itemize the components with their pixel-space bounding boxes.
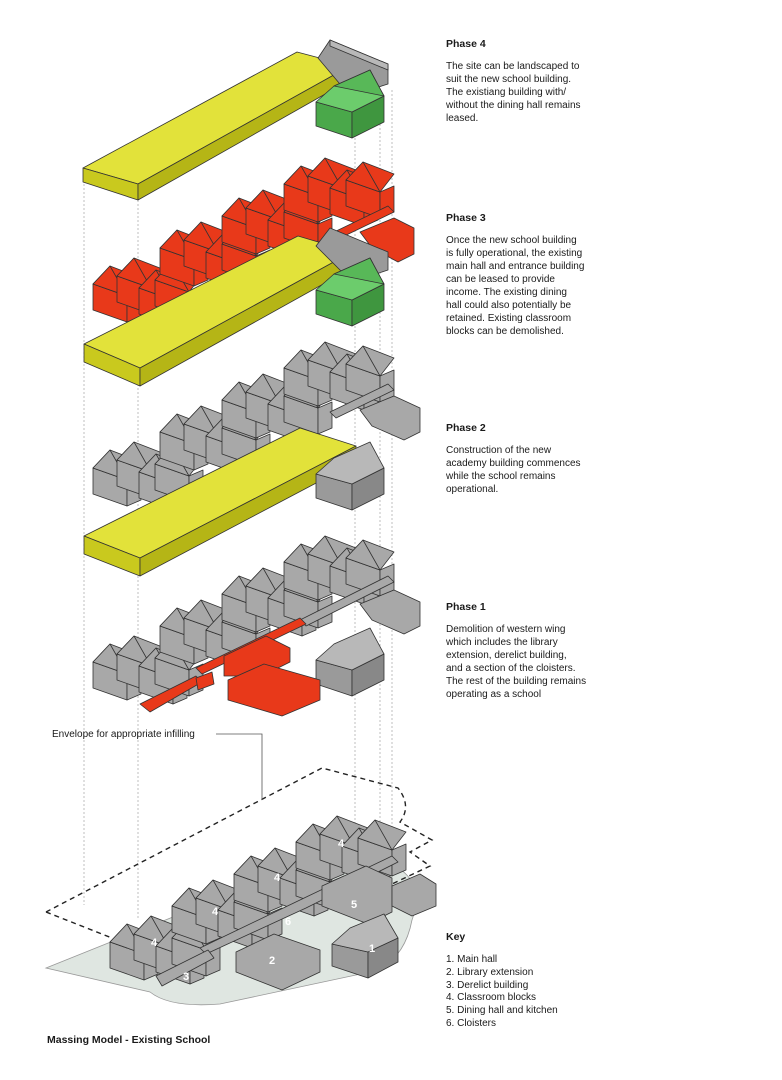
- envelope-outline: [45, 767, 434, 913]
- key-item-library-extension: 2. Library extension: [446, 966, 534, 978]
- key-item-cloisters: 6. Cloisters: [446, 1017, 497, 1029]
- label-cloisters: 6: [285, 916, 291, 928]
- key-item-classroom-blocks: 4. Classroom blocks: [446, 992, 537, 1004]
- label-classroom-block-2: 4: [212, 906, 219, 918]
- phase-1-title: Phase 1: [446, 601, 486, 613]
- phase-2-title: Phase 2: [446, 422, 486, 434]
- phase-4-title: Phase 4: [446, 38, 486, 50]
- key-legend: Key 1. Main hall 2. Library extension 3.…: [446, 931, 646, 1031]
- key-item-main-hall: 1. Main hall: [446, 954, 498, 965]
- phase-1-description: Phase 1 Demolition of western wing which…: [446, 601, 626, 701]
- phase-3-title: Phase 3: [446, 212, 486, 224]
- phase-2-description: Phase 2 Construction of the new academy …: [446, 422, 626, 496]
- key-item-dining-hall: 5. Dining hall and kitchen: [446, 1005, 558, 1017]
- phase-2-text: Construction of the new academy building…: [446, 445, 581, 495]
- new-building-slab: [82, 51, 351, 185]
- figure-caption: Massing Model - Existing School: [47, 1034, 211, 1046]
- phase-1-model: [93, 536, 421, 717]
- label-classroom-block-1: 4: [151, 937, 158, 949]
- label-classroom-block-3: 4: [274, 872, 281, 884]
- label-dining-hall: 5: [351, 899, 357, 911]
- label-derelict-building: 3: [183, 971, 189, 983]
- phase-2-model: [83, 342, 421, 577]
- existing-school-model: 1 2 3 4 4 4 4 4 5 6: [44, 733, 437, 1006]
- phase-3-description: Phase 3 Once the new school building is …: [446, 212, 626, 338]
- phase-4-model: [82, 39, 389, 201]
- label-library-extension: 2: [269, 955, 275, 967]
- retained-building: [315, 69, 385, 139]
- key-item-derelict-building: 3. Derelict building: [446, 979, 529, 991]
- envelope-label: Envelope for appropriate infilling: [52, 729, 195, 740]
- phase-4-description: Phase 4 The site can be landscaped to su…: [446, 38, 626, 125]
- phase-4-text: The site can be landscaped to suit the n…: [446, 61, 581, 124]
- label-classroom-block-4: 4: [338, 838, 345, 850]
- label-main-hall: 1: [369, 943, 375, 955]
- phase-1-text: Demolition of western wing which include…: [446, 624, 587, 700]
- key-title: Key: [446, 931, 466, 943]
- retained-building: [315, 257, 385, 327]
- phase-3-model: [83, 158, 415, 387]
- demolished-western-wing: [139, 617, 321, 717]
- phase-3-text: Once the new school building is fully op…: [446, 235, 585, 337]
